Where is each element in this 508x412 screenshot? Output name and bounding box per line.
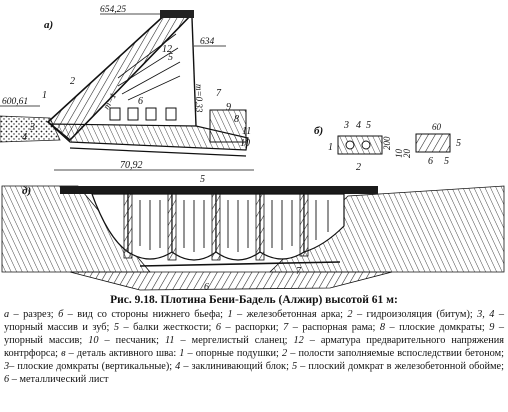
svg-text:5: 5 — [366, 120, 371, 131]
caption-marker: 11 — [165, 335, 175, 347]
svg-text:7: 7 — [296, 266, 302, 277]
slope-2: m=0,33 — [194, 84, 204, 113]
svg-text:4: 4 — [22, 132, 27, 143]
caption-marker: 3, 4 — [477, 309, 495, 320]
caption-text: – разрез; — [9, 309, 59, 320]
svg-text:2: 2 — [356, 162, 361, 173]
figure-caption: Рис. 9.18. Плотина Бени-Бадель (Алжир) в… — [4, 293, 504, 387]
svg-text:2: 2 — [70, 76, 75, 87]
caption-text: – плоские домкраты; — [384, 322, 490, 334]
caption-marker: 3 — [4, 361, 10, 373]
svg-text:5: 5 — [456, 138, 461, 149]
elevation-right: 634 — [200, 37, 215, 47]
caption-marker: в — [61, 348, 66, 360]
svg-text:6: 6 — [204, 282, 209, 292]
caption-marker: 6 — [215, 322, 221, 334]
caption-text: – балки жесткости; — [119, 322, 216, 334]
panel-d-view: д) — [1, 185, 505, 292]
caption-marker: 4 — [175, 361, 181, 373]
svg-text:10: 10 — [394, 149, 404, 159]
svg-text:9: 9 — [226, 102, 231, 113]
valley-floor — [69, 271, 393, 291]
svg-text:7: 7 — [216, 88, 222, 99]
svg-text:11: 11 — [242, 126, 251, 137]
svg-text:5: 5 — [168, 52, 173, 63]
svg-text:200: 200 — [382, 136, 392, 150]
caption-marker: б — [58, 309, 64, 320]
caption-title: Рис. 9.18. Плотина Бени-Бадель (Алжир) в… — [110, 294, 398, 306]
buttress-piers — [123, 193, 309, 261]
svg-text:6: 6 — [428, 156, 433, 167]
crest — [160, 10, 194, 18]
spreader-frame — [139, 261, 341, 267]
caption-marker: 5 — [291, 361, 298, 373]
caption-text: – деталь активного шва: — [65, 348, 180, 360]
callouts-a: 2 1 3 4 5 6 12 7 9 8 11 10 5 — [22, 44, 251, 185]
foundation — [48, 123, 249, 151]
svg-text:5: 5 — [200, 174, 205, 185]
caption-text: – арматура предварительного напряжения к… — [4, 335, 504, 360]
buttress-back — [191, 17, 197, 127]
base-dimension: 70,92 — [120, 160, 143, 171]
panel-b-detail: б) 3 4 5 1 2 200 10 20 60 5 6 5 — [314, 120, 461, 173]
caption-text: – распорки; — [221, 322, 284, 334]
svg-text:3: 3 — [29, 122, 35, 133]
caption-text: – плоский домкрат в железобетонной обойм… — [297, 361, 504, 373]
caption-text: – опорные подушки; — [184, 348, 282, 360]
panel-a-section: 70,92 654,25 634 600,61 m=1 m=0,33 а) 2 … — [0, 5, 254, 185]
caption-text: – гидроизоляция (битум); — [352, 309, 478, 320]
svg-text:8: 8 — [234, 114, 239, 125]
caption-text: – плоские домкраты (вертикальные); — [9, 361, 176, 373]
caption-text: – металлический лист — [9, 374, 109, 386]
dam-drawing: 70,92 654,25 634 600,61 m=1 m=0,33 а) 2 … — [0, 5, 505, 292]
caption-text: – заклинивающий блок; — [180, 361, 292, 373]
svg-text:5: 5 — [444, 156, 449, 167]
caption-marker: 1 — [179, 348, 185, 360]
caption-text: – мергелистый сланец; — [174, 335, 294, 347]
joint-detail — [337, 135, 383, 155]
caption-marker: 6 — [4, 374, 10, 386]
svg-text:1: 1 — [42, 90, 47, 101]
panel-label-a: а) — [44, 19, 53, 31]
bearing-block — [209, 109, 247, 143]
svg-text:60: 60 — [432, 122, 442, 132]
elevation-left: 600,61 — [2, 97, 28, 107]
caption-text: – распорная рама; — [288, 322, 380, 334]
caption-marker: 9 — [489, 322, 495, 334]
svg-text:10: 10 — [240, 138, 250, 149]
caption-marker: 2 — [347, 309, 353, 320]
svg-text:6: 6 — [138, 96, 143, 107]
caption-text: – железобетонная арка; — [232, 309, 348, 320]
caption-text: – полости заполняемые вспоследствии бето… — [287, 348, 504, 360]
caption-body: а – разрез; б – вид со стороны нижнего б… — [4, 308, 504, 387]
caption-marker: 2 — [281, 348, 288, 360]
crest-beam — [60, 186, 378, 194]
upstream-ground — [0, 115, 61, 143]
caption-text: – упорный массив; — [4, 322, 505, 347]
svg-text:20: 20 — [402, 149, 412, 159]
caption-text: – вид со стороны нижнего бьефа; — [63, 309, 228, 320]
jack-frame — [415, 133, 451, 153]
caption-text: – упорный массив и зуб; — [4, 309, 504, 334]
caption-text: – песчаник; — [98, 335, 166, 347]
svg-text:4: 4 — [356, 120, 361, 131]
svg-text:3: 3 — [343, 120, 349, 131]
caption-marker: 5 — [113, 322, 119, 334]
elevation-top: 654,25 — [100, 5, 126, 15]
caption-marker: 7 — [283, 322, 289, 334]
caption-marker: 1 — [227, 309, 233, 320]
caption-marker: 12 — [293, 335, 304, 347]
caption-marker: 8 — [379, 322, 385, 334]
caption-marker: 10 — [88, 335, 99, 347]
svg-text:1: 1 — [328, 142, 333, 153]
caption-marker: а — [4, 309, 10, 320]
svg-text:12: 12 — [162, 44, 172, 55]
panel-label-b: б) — [314, 125, 323, 137]
